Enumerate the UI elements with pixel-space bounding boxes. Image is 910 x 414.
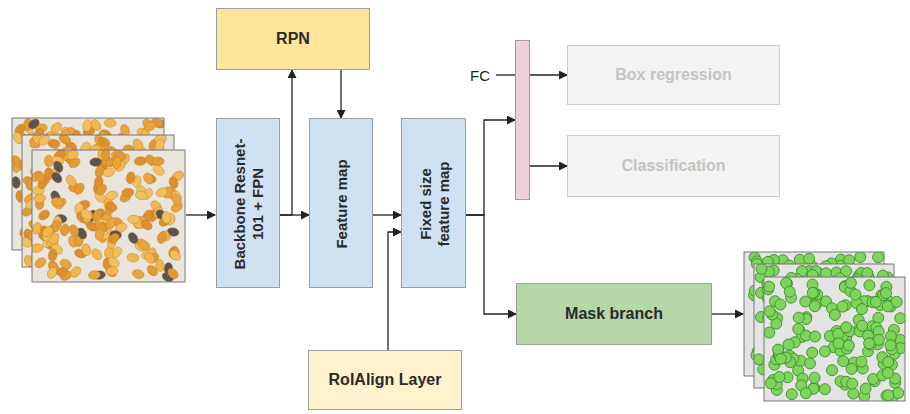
roialign-box: RoIAlign Layer [308, 350, 462, 410]
node-label: Mask branch [565, 304, 663, 323]
node-label: Backbone Resnet-101 + FPN [231, 129, 267, 279]
flow-arrow [280, 214, 309, 215]
input-images [9, 117, 185, 284]
node-label: RPN [276, 29, 310, 48]
flow-arrow [340, 70, 341, 118]
feature-map-box: Feature map [309, 118, 373, 288]
flow-arrow [530, 74, 567, 75]
fc-layer-bar: FC [515, 40, 530, 200]
output-masks [744, 252, 906, 402]
output-head-box: Box regression [567, 45, 780, 105]
feature-map-box: Fixed size feature map [401, 118, 466, 288]
output-head-box: Classification [567, 135, 780, 197]
flow-arrow [373, 214, 401, 215]
output-arrow [712, 313, 743, 314]
node-label: RoIAlign Layer [329, 370, 442, 389]
flow-arrow [388, 232, 401, 350]
node-label: Fixed size feature map [417, 144, 453, 264]
backbone-box: Backbone Resnet-101 + FPN [216, 118, 280, 288]
mask-branch-box: Mask branch [516, 283, 712, 345]
flow-arrow [466, 120, 515, 215]
layer-label: FC [470, 67, 490, 85]
leader-line [496, 74, 515, 75]
flow-arrow [466, 215, 516, 314]
input-arrow [186, 214, 215, 215]
node-label: Classification [621, 156, 725, 175]
process-box: RPN [216, 8, 370, 70]
node-label: Feature map [333, 129, 351, 279]
flow-arrow [280, 70, 292, 215]
flow-arrow [530, 165, 567, 166]
node-label: Box regression [615, 65, 731, 84]
